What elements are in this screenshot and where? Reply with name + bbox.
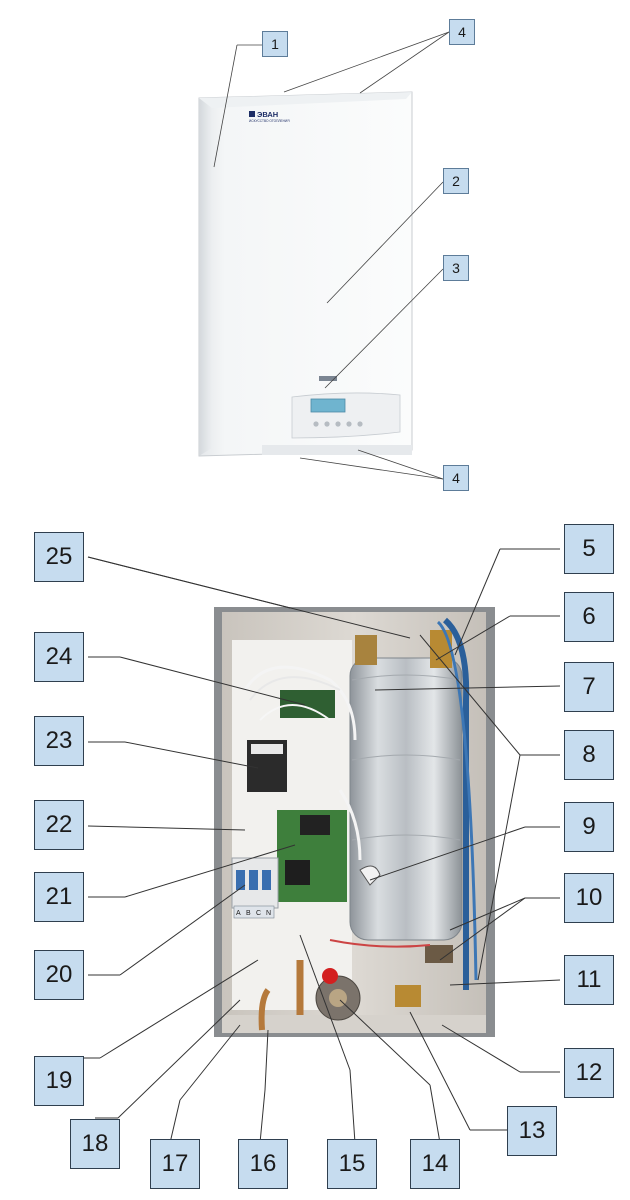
boiler-open-interior [214,607,495,1037]
callout-11: 11 [564,955,614,1005]
callout-9: 9 [564,802,614,852]
callout-25: 25 [34,532,84,582]
callout-23: 23 [34,716,84,766]
leader-lines-bottom [60,548,561,1144]
terminal-label-a: A [236,910,241,917]
callout-5: 5 [564,524,614,574]
boiler-front-casing [198,91,413,457]
callout-12: 12 [564,1048,614,1098]
terminal-label-b: B [246,910,251,917]
callout-19: 19 [34,1056,84,1106]
callout-1: 1 [262,31,288,57]
callout-24: 24 [34,632,84,682]
callout-7: 7 [564,662,614,712]
brand-tagline: ИСКУССТВО ОТОПЛЕНИЯ [249,119,290,123]
callout-22: 22 [34,800,84,850]
callout-8: 8 [564,730,614,780]
brand-mark-icon [249,111,255,117]
callout-21: 21 [34,872,84,922]
callout-10: 10 [564,873,614,923]
callout-4-bottom: 4 [443,465,469,491]
callout-13: 13 [507,1106,557,1156]
callout-3: 3 [443,255,469,281]
callout-18: 18 [70,1119,120,1169]
callout-15: 15 [327,1139,377,1189]
callout-2: 2 [443,168,469,194]
callout-6: 6 [564,592,614,642]
brand-logo: ЭВАН [257,110,278,119]
callout-20: 20 [34,950,84,1000]
callout-14: 14 [410,1139,460,1189]
callout-16: 16 [238,1139,288,1189]
leader-lines-top [213,31,450,480]
terminal-label-n: N [266,910,271,917]
control-panel-buttons [313,421,363,427]
callout-17: 17 [150,1139,200,1189]
terminal-label-c: C [256,910,261,917]
terminal-labels: A B C N [233,905,275,919]
callout-4-top: 4 [449,19,475,45]
